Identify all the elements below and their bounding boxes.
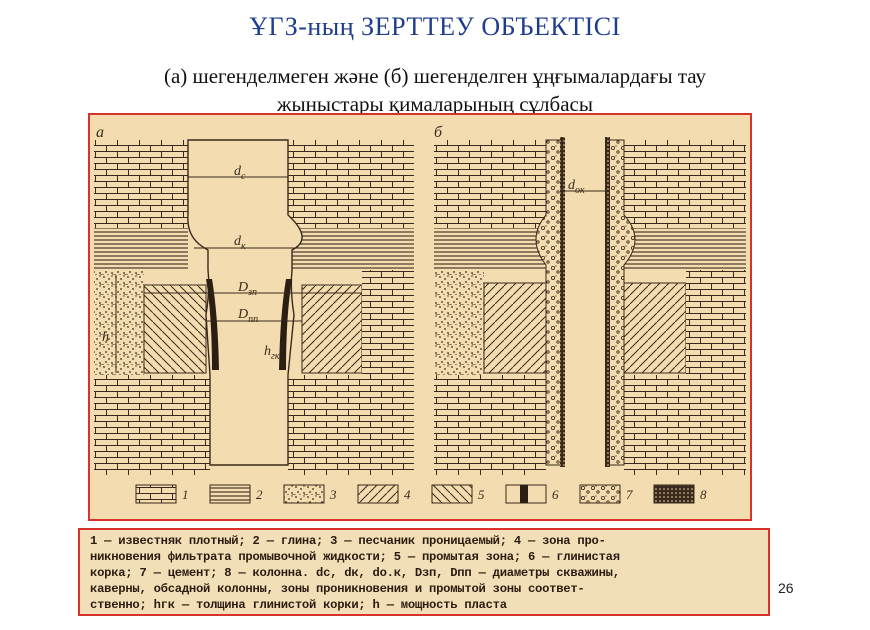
legend-swatch-1 xyxy=(135,484,177,504)
clay-left-b xyxy=(434,228,546,270)
limestone-bottom-right-b xyxy=(624,375,746,475)
mudcake-left xyxy=(206,279,219,370)
dc-label: dc xyxy=(234,164,246,182)
casing-right xyxy=(605,137,610,467)
invaded-zone-left-b xyxy=(483,282,547,374)
caption-line-3: корка; 7 — цемент; 8 — колонна. dс, dк, … xyxy=(90,566,620,580)
page-number: 26 xyxy=(778,580,794,596)
limestone-top-left xyxy=(94,140,188,228)
caption-line-5: ственно; hгк — толщина глинистой корки; … xyxy=(90,598,507,612)
hgk-label: hгк xyxy=(264,344,280,362)
sandstone-left xyxy=(94,270,144,375)
legend-label-4: 4 xyxy=(404,487,411,502)
diagram-svg: а dc dк Dзп Dпп hгк h б xyxy=(90,115,750,519)
caption-line-4: каверны, обсадной колонны, зоны проникно… xyxy=(90,582,585,596)
h-label: h xyxy=(102,330,109,345)
limestone-top-right-b xyxy=(624,140,746,228)
dpp-label: Dпп xyxy=(237,307,258,325)
legend-swatch-3 xyxy=(283,484,325,504)
limestone-mid-right xyxy=(362,270,414,375)
legend-swatch-4 xyxy=(357,484,399,504)
dok-label: dок xyxy=(568,178,585,196)
cement-right xyxy=(607,139,636,466)
legend-label-1: 1 xyxy=(182,487,189,502)
legend-label-8: 8 xyxy=(700,487,707,502)
legend: 1 2 3 4 5 6 7 8 xyxy=(135,484,707,504)
clay-right-b xyxy=(624,228,746,270)
legend-swatch-2 xyxy=(209,484,251,504)
borehole-uncased xyxy=(187,139,303,466)
limestone-bottom-right xyxy=(288,375,414,475)
borehole-diagram: а dc dк Dзп Dпп hгк h б xyxy=(88,113,752,521)
caption-line-2: никновения фильтрата промывочной жидкост… xyxy=(90,550,620,564)
limestone-top-left-b xyxy=(434,140,546,228)
limestone-bottom-left xyxy=(94,375,210,475)
legend-swatch-7 xyxy=(579,484,621,504)
legend-swatch-6-mark xyxy=(520,485,528,503)
limestone-top-right xyxy=(288,140,414,228)
dzp-label: Dзп xyxy=(237,280,257,298)
dk-label: dк xyxy=(234,234,246,252)
legend-swatch-8 xyxy=(653,484,695,504)
slide-subtitle: (а) шегенделмеген және (б) шегенделген ұ… xyxy=(60,62,810,118)
panel-a-label: а xyxy=(96,124,104,141)
figure-caption: 1 — известняк плотный; 2 — глина; 3 — пе… xyxy=(78,528,770,616)
legend-label-3: 3 xyxy=(329,487,337,502)
flushed-zone-left xyxy=(143,284,207,374)
cased-bore xyxy=(565,137,605,467)
subtitle-line-1: (а) шегенделмеген және (б) шегенделген ұ… xyxy=(163,64,707,88)
panel-a: а dc dк Dзп Dпп hгк h xyxy=(94,124,414,475)
legend-label-6: 6 xyxy=(552,487,559,502)
cement-left xyxy=(535,139,563,466)
limestone-mid-right-b xyxy=(686,270,746,375)
legend-label-5: 5 xyxy=(478,487,485,502)
mudcake-right xyxy=(279,279,292,370)
invaded-zone-right xyxy=(301,284,363,374)
slide-title: ҰГЗ-ның ЗЕРТТЕУ ОБЪЕКТІСІ xyxy=(249,12,621,41)
legend-label-2: 2 xyxy=(256,487,263,502)
clay-right xyxy=(288,228,414,270)
panel-b: б dок xyxy=(434,124,746,475)
casing-left xyxy=(560,137,565,467)
clay-left xyxy=(94,228,188,270)
subtitle-line-2: жыныстары қималарының сұлбасы xyxy=(277,92,593,116)
panel-b-label: б xyxy=(434,124,443,141)
limestone-bottom-left-b xyxy=(434,375,546,475)
legend-swatch-5 xyxy=(431,484,473,504)
sandstone-left-b xyxy=(434,270,484,375)
invaded-zone-right-b xyxy=(623,282,687,374)
legend-label-7: 7 xyxy=(626,487,633,502)
caption-line-1: 1 — известняк плотный; 2 — глина; 3 — пе… xyxy=(90,534,606,548)
